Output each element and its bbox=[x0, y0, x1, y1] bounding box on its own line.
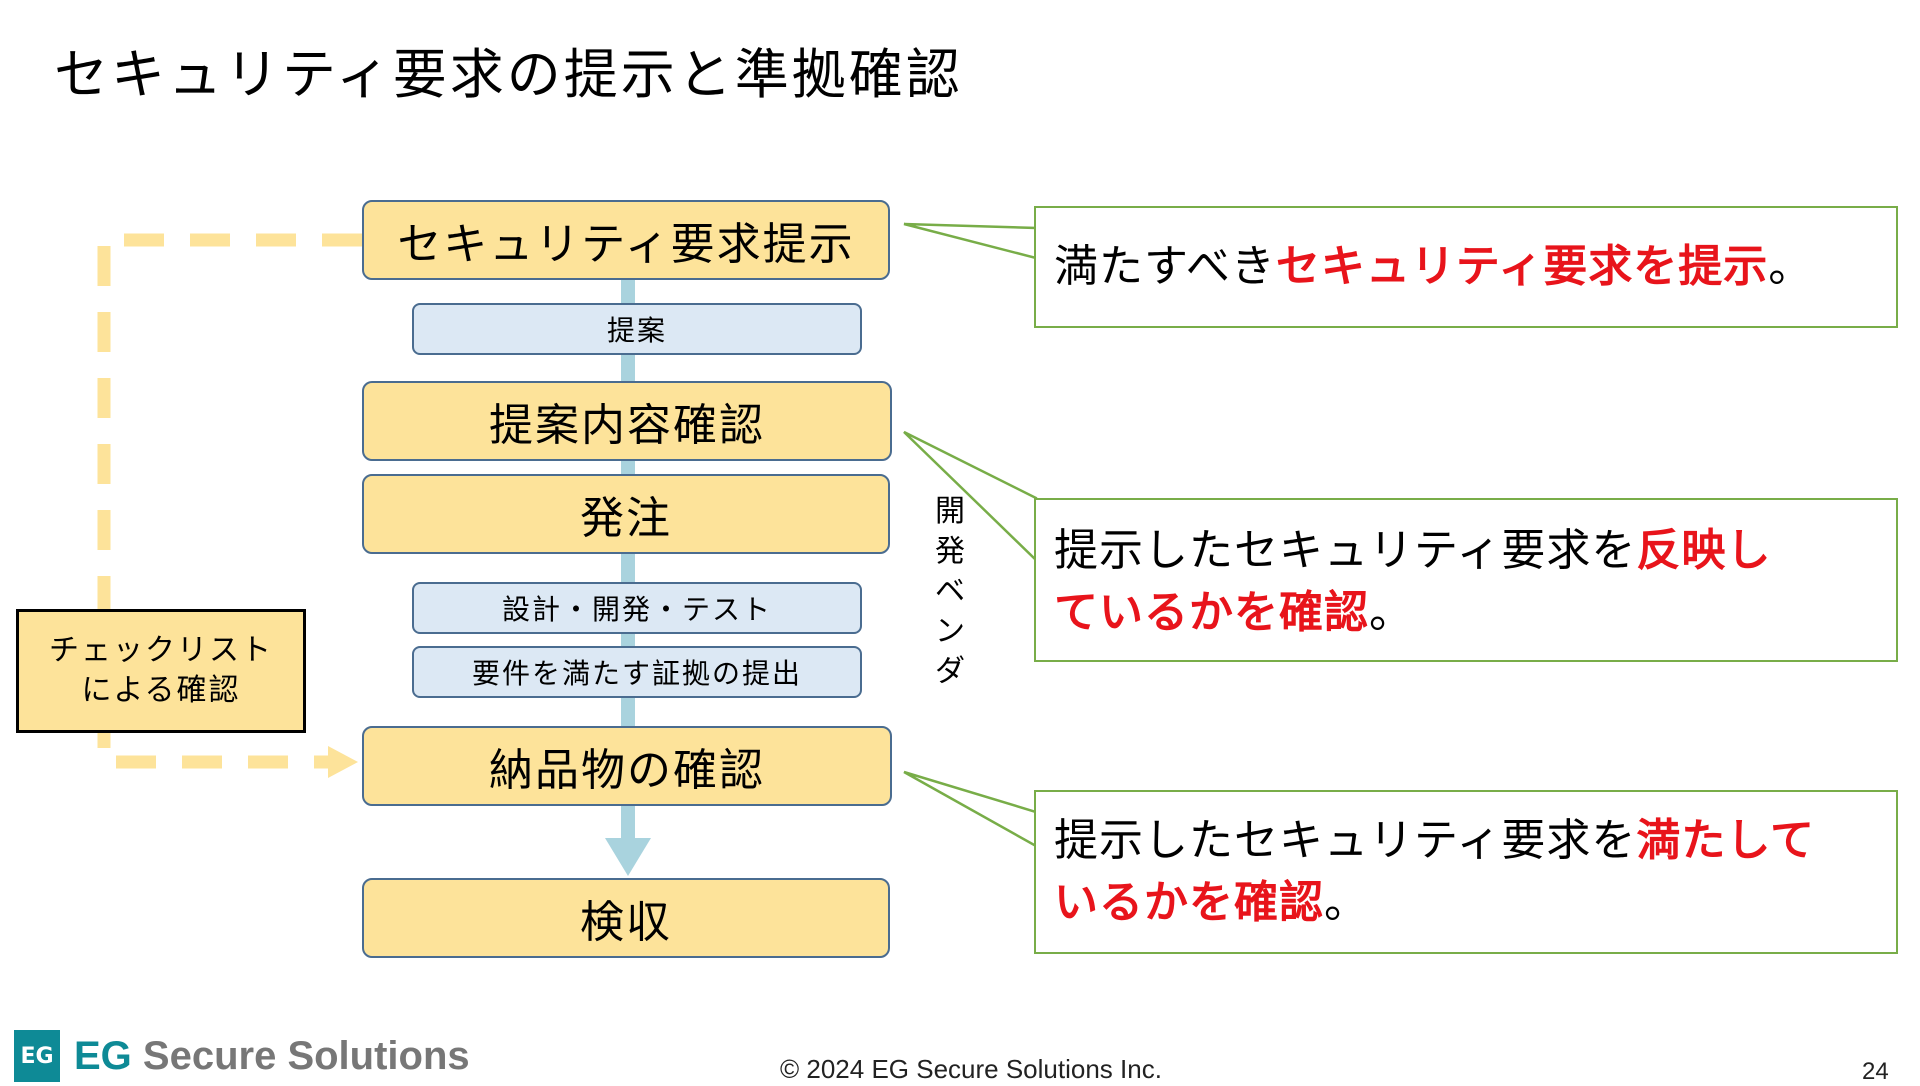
step-security-requirements: セキュリティ要求提示 bbox=[362, 200, 890, 280]
checklist-loop-line bbox=[97, 233, 362, 769]
callout-3-pointer bbox=[903, 770, 1038, 849]
callout-1-text: 満たすべき bbox=[1054, 241, 1276, 292]
logo-wordmark: EG Secure Solutions bbox=[74, 1034, 470, 1079]
callout-3-period: 。 bbox=[1324, 877, 1369, 928]
substep-proposal: 提案 bbox=[412, 303, 862, 355]
logo-name: Secure Solutions bbox=[131, 1033, 470, 1078]
step-order: 発注 bbox=[362, 474, 890, 554]
page-number: 24 bbox=[1862, 1058, 1889, 1085]
step-acceptance: 検収 bbox=[362, 878, 890, 958]
callout-check-compliance: 提示したセキュリティ要求を満たして いるかを確認。 bbox=[1034, 790, 1898, 954]
callout-3-emphasis-2: いるかを確認 bbox=[1054, 877, 1324, 928]
callout-1-period: 。 bbox=[1768, 241, 1814, 292]
callout-check-reflection: 提示したセキュリティ要求を反映し ているかを確認。 bbox=[1034, 498, 1898, 662]
substep-design-dev-test: 設計・開発・テスト bbox=[412, 582, 862, 634]
callout-1-emphasis: セキュリティ要求を提示 bbox=[1275, 241, 1769, 292]
callout-2-pointer bbox=[903, 430, 1038, 563]
company-logo: EG EG Secure Solutions bbox=[14, 1030, 470, 1082]
callout-3-emphasis-1: 満たして bbox=[1636, 815, 1816, 866]
logo-brand: EG bbox=[74, 1033, 132, 1078]
checklist-line-1: チェックリスト bbox=[49, 633, 273, 668]
callout-2-text: 提示したセキュリティ要求を bbox=[1054, 525, 1637, 576]
logo-mark-icon: EG bbox=[14, 1030, 60, 1082]
step-proposal-review: 提案内容確認 bbox=[362, 381, 892, 461]
copyright: © 2024 EG Secure Solutions Inc. bbox=[780, 1054, 1162, 1084]
callout-2-emphasis-1: 反映し bbox=[1636, 525, 1772, 576]
callout-1-pointer bbox=[903, 222, 1038, 260]
vendor-label: 開発ベンダ bbox=[930, 492, 970, 692]
step-deliverable-check: 納品物の確認 bbox=[362, 726, 892, 806]
checklist-box: チェックリスト による確認 bbox=[16, 609, 306, 733]
callout-2-emphasis-2: ているかを確認 bbox=[1054, 587, 1369, 638]
callout-3-text: 提示したセキュリティ要求を bbox=[1054, 815, 1637, 866]
callout-present-requirements: 満たすべきセキュリティ要求を提示。 bbox=[1034, 206, 1898, 328]
checklist-loop-arrowhead bbox=[328, 746, 358, 778]
substep-evidence-submission: 要件を満たす証拠の提出 bbox=[412, 646, 862, 698]
flow-arrow-head bbox=[605, 838, 651, 876]
page-title: セキュリティ要求の提示と準拠確認 bbox=[54, 43, 963, 106]
vendor-label-text: 開発ベンダ bbox=[935, 494, 965, 689]
callout-2-period: 。 bbox=[1369, 587, 1414, 638]
checklist-line-2: による確認 bbox=[81, 673, 241, 708]
